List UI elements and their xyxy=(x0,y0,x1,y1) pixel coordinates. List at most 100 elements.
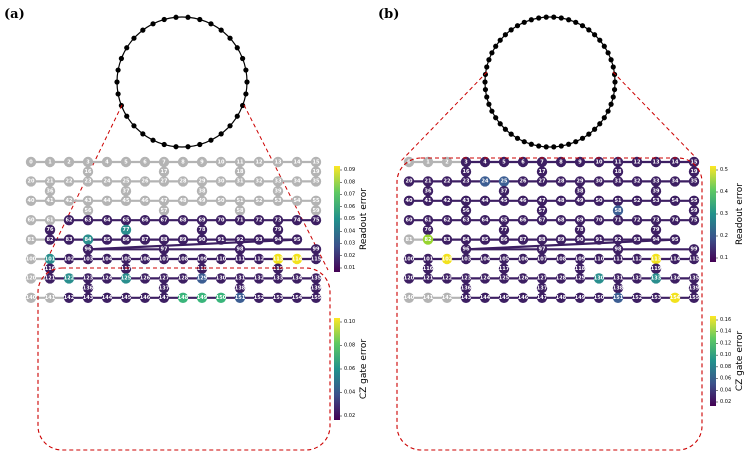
qubit-node: 67 xyxy=(158,215,170,226)
qubit-circle xyxy=(631,215,643,226)
qubit-node: 130 xyxy=(216,273,227,284)
qubit-circle xyxy=(574,215,586,226)
colorbar-tick-label: 0.16 xyxy=(720,317,731,323)
qubit-label: 43 xyxy=(463,198,470,204)
qubit-node: 38 xyxy=(574,185,586,197)
qubit-label: 144 xyxy=(102,295,113,301)
qubit-label: 83 xyxy=(66,237,73,243)
qubit-node: 127 xyxy=(159,273,170,284)
qubit-label: 48 xyxy=(180,198,187,204)
qubit-node: 146 xyxy=(140,292,151,303)
qubit-node: 10 xyxy=(593,156,605,168)
qubit-node: 79 xyxy=(272,224,284,236)
qubit-node: 5 xyxy=(120,156,132,168)
qubit-circle xyxy=(612,156,624,168)
qubit-node: 23 xyxy=(82,176,94,187)
qubit-node: 54 xyxy=(291,195,303,206)
qubit-circle xyxy=(101,253,113,265)
qubit-label: 90 xyxy=(199,237,206,243)
boundary-node xyxy=(586,131,592,137)
qubit-label: 100 xyxy=(404,256,415,262)
chip-circle-graph-a xyxy=(114,14,250,150)
qubit-label: 96 xyxy=(463,247,470,253)
qubit-node: 41 xyxy=(44,195,56,206)
qubit-node: 27 xyxy=(536,176,548,187)
boundary-node xyxy=(115,67,121,73)
qubit-node: 155 xyxy=(689,292,700,303)
qubit-label: 27 xyxy=(161,179,168,185)
qubit-label: 131 xyxy=(235,276,246,282)
colorbar-tick-label: 0.06 xyxy=(344,366,355,372)
qubit-label: 73 xyxy=(275,218,282,224)
qubit-circle xyxy=(25,273,37,284)
qubit-label: 111 xyxy=(235,256,246,262)
qubit-label: 59 xyxy=(691,208,698,214)
zoom-lines-a xyxy=(41,104,329,271)
qubit-node: 127 xyxy=(537,273,548,284)
qubit-node: 131 xyxy=(613,273,624,284)
boundary-node xyxy=(605,108,611,114)
qubit-node: 16 xyxy=(82,166,94,177)
qubit-label: 97 xyxy=(539,247,546,253)
qubit-circle xyxy=(291,176,303,187)
qubit-label: 129 xyxy=(197,276,208,282)
boundary-node xyxy=(482,79,488,85)
qubit-node: 143 xyxy=(82,292,94,303)
qubit-label: 72 xyxy=(256,218,263,224)
qubit-circle xyxy=(498,215,510,226)
qubit-label: 1 xyxy=(48,159,52,165)
qubit-node: 44 xyxy=(101,195,113,206)
qubit-circle xyxy=(196,156,208,168)
qubit-label: 135 xyxy=(689,276,700,282)
qubit-circle xyxy=(63,234,75,245)
qubit-circle xyxy=(234,253,246,265)
qubit-circle xyxy=(403,176,415,187)
qubit-circle xyxy=(120,263,132,274)
qubit-label: 117 xyxy=(121,266,132,272)
qubit-circle xyxy=(441,215,453,226)
selected-region-b xyxy=(396,157,703,451)
qubit-label: 3 xyxy=(86,159,90,165)
qubit-circle xyxy=(63,292,75,303)
qubit-node: 123 xyxy=(461,273,472,284)
qubit-node: 46 xyxy=(139,195,151,206)
qubit-label: 79 xyxy=(275,227,282,233)
qubit-node: 49 xyxy=(574,195,586,206)
qubit-node: 32 xyxy=(253,176,265,187)
qubit-node: 147 xyxy=(159,292,170,303)
qubit-node: 141 xyxy=(423,292,434,303)
qubit-circle xyxy=(82,292,94,303)
qubit-node: 49 xyxy=(196,195,208,206)
qubit-node: 85 xyxy=(101,234,113,245)
qubit-circle xyxy=(196,292,208,303)
qubit-circle xyxy=(272,273,284,284)
qubit-node: 113 xyxy=(273,253,284,265)
qubit-label: 110 xyxy=(216,256,227,262)
qubit-circle xyxy=(215,215,227,226)
qubit-label: 121 xyxy=(45,276,56,282)
qubit-circle xyxy=(631,253,643,265)
qubit-label: 0 xyxy=(29,159,33,165)
selected-region-a xyxy=(37,267,331,451)
qubit-circle xyxy=(536,282,548,294)
boundary-node xyxy=(161,16,167,23)
qubit-circle xyxy=(253,215,265,226)
qubit-circle xyxy=(120,234,132,245)
qubit-label: 46 xyxy=(142,198,149,204)
qubit-circle xyxy=(82,205,94,216)
qubit-circle xyxy=(441,176,453,187)
chip-boundary xyxy=(116,16,248,148)
qubit-label: 108 xyxy=(178,256,189,262)
qubit-label: 24 xyxy=(104,179,111,185)
qubit-node: 39 xyxy=(272,185,284,197)
colorbar-tick-label: 0.01 xyxy=(344,265,355,271)
qubit-label: 121 xyxy=(423,276,434,282)
qubit-circle xyxy=(82,156,94,168)
boundary-node xyxy=(243,91,249,97)
qubit-circle xyxy=(177,215,189,226)
qubit-label: 48 xyxy=(558,198,565,204)
boundary-node xyxy=(592,32,598,38)
qubit-circle xyxy=(593,234,605,245)
qubit-node: 8 xyxy=(555,156,567,168)
qubit-label: 63 xyxy=(85,218,92,224)
